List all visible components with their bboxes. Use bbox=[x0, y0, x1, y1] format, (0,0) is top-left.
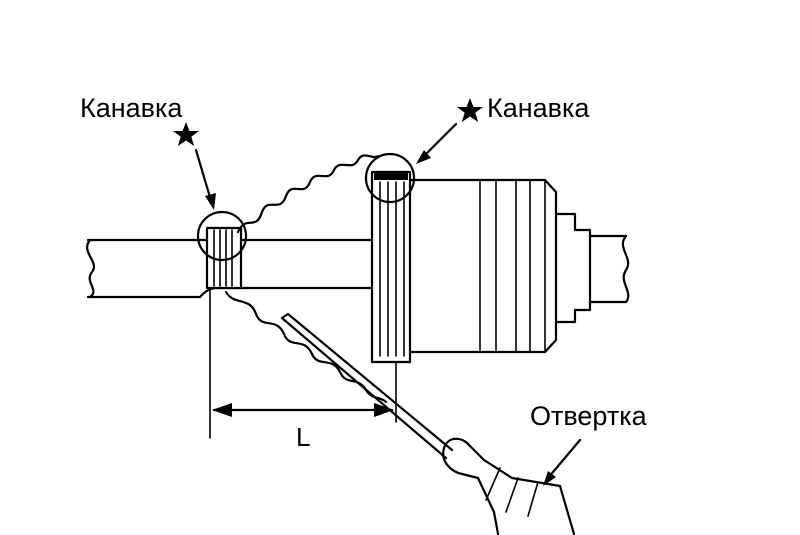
dimension-L: L bbox=[212, 361, 397, 452]
groove-left-circle bbox=[196, 210, 248, 262]
output-shaft bbox=[588, 234, 630, 304]
screwdriver-label: Отвертка bbox=[530, 401, 648, 431]
rubber-boot bbox=[224, 154, 388, 404]
star-icon bbox=[457, 98, 483, 122]
groove-left-label: Канавка bbox=[80, 93, 183, 123]
star-icon bbox=[173, 122, 199, 146]
groove-right-label: Канавка bbox=[487, 93, 590, 123]
screwdriver bbox=[280, 312, 576, 535]
joint-housing bbox=[370, 170, 592, 364]
groove-right-circle bbox=[364, 152, 416, 204]
screwdriver-leader bbox=[546, 438, 582, 480]
dimension-label: L bbox=[296, 422, 310, 452]
groove-right-leader bbox=[420, 122, 458, 160]
